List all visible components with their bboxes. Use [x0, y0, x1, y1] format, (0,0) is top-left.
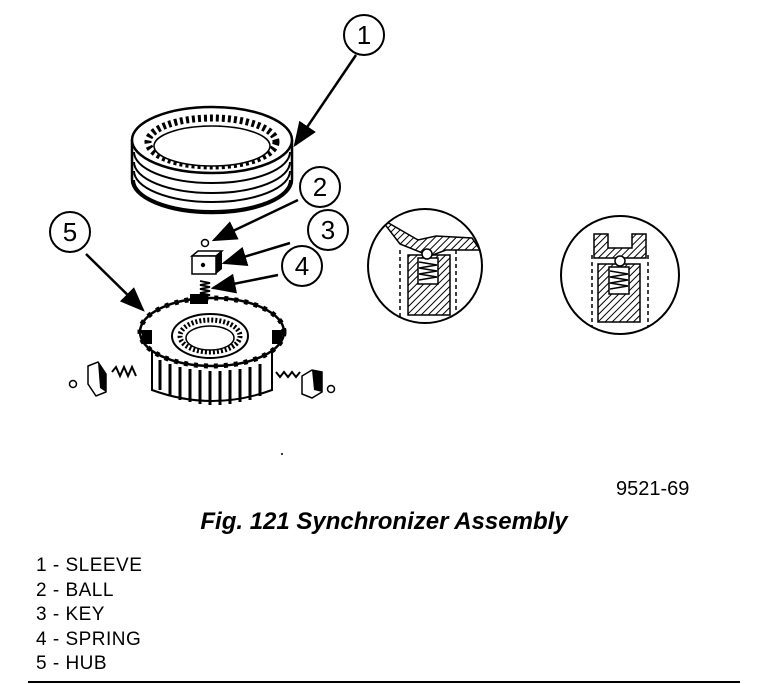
legend-item: 1 - SLEEVE	[36, 555, 143, 576]
detail-view-disengaged	[367, 208, 483, 324]
callout-1: 1	[343, 14, 385, 56]
svg-text:3: 3	[321, 215, 335, 245]
callout-2: 2	[299, 166, 341, 208]
legend-item: 3 - KEY	[36, 604, 105, 625]
bottom-divider	[28, 681, 740, 683]
legend-item: 2 - BALL	[36, 579, 114, 601]
callout-4: 4	[281, 245, 323, 287]
detail-view-engaged	[560, 215, 680, 335]
svg-text:4: 4	[295, 251, 309, 281]
callout-3: 3	[307, 209, 349, 251]
figure-caption: Fig. 121 Synchronizer Assembly	[200, 508, 568, 535]
svg-text:1: 1	[357, 20, 371, 50]
parts-legend: 1 - SLEEVE 2 - BALL 3 - KEY 4 - SPRING 5…	[36, 554, 142, 677]
legend-item: 5 - HUB	[36, 653, 108, 674]
svg-text:2: 2	[313, 172, 327, 202]
right-key-set	[275, 369, 336, 399]
svg-text:5: 5	[63, 217, 77, 247]
key	[189, 250, 225, 275]
callout-leaders	[85, 54, 358, 312]
sleeve	[130, 105, 294, 215]
left-key-set	[68, 361, 137, 397]
hub	[137, 294, 287, 405]
figure-number: 9521-69	[616, 478, 690, 500]
legend-item: 4 - SPRING	[36, 628, 142, 650]
callout-5: 5	[49, 211, 91, 253]
ball	[200, 238, 210, 248]
